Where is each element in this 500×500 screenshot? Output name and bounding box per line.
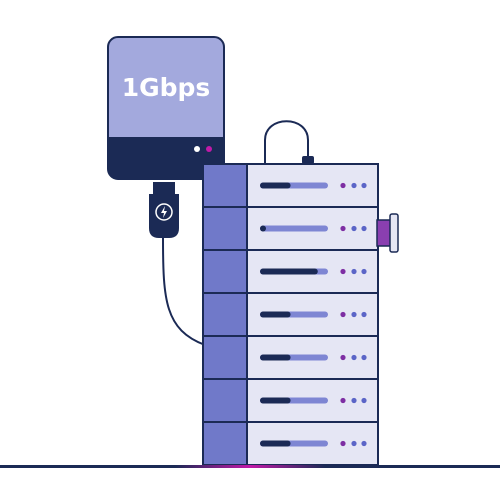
rack-unit-bar-fill	[260, 354, 291, 361]
rack-led-purple	[340, 268, 346, 275]
status-led-magenta	[206, 146, 212, 152]
rack-led-blue	[351, 268, 357, 275]
rack-unit	[202, 378, 379, 423]
top-cable-loop	[264, 120, 309, 165]
rack-led-blue	[351, 311, 357, 318]
rack-unit	[202, 421, 379, 466]
rack-led-purple	[340, 182, 346, 189]
rack-led-blue	[361, 440, 367, 447]
rack-unit	[202, 206, 379, 251]
rack-unit-bar-fill	[260, 311, 291, 318]
rack-led-blue	[351, 182, 357, 189]
rack-led-blue	[361, 354, 367, 361]
rack-led-purple	[340, 397, 346, 404]
rack-led-blue	[361, 225, 367, 232]
status-led-white	[194, 146, 200, 152]
rack-unit-bar-fill	[260, 440, 291, 447]
network-device: 1Gbps	[107, 36, 225, 180]
rack-unit-bar-fill	[260, 182, 291, 189]
side-usb-stick	[376, 213, 399, 253]
floor-line	[0, 465, 500, 468]
rack-led-purple	[340, 440, 346, 447]
rack-led-purple	[340, 354, 346, 361]
rack-unit-bar-fill	[260, 225, 266, 232]
rack-unit-side	[202, 421, 248, 466]
rack-unit-side	[202, 206, 248, 251]
rack-unit-bar-fill	[260, 268, 318, 275]
power-cable	[162, 237, 206, 346]
rack-led-purple	[340, 311, 346, 318]
rack-unit	[202, 335, 379, 380]
rack-led-blue	[361, 268, 367, 275]
usb-plug	[149, 182, 179, 238]
rack-unit-side	[202, 163, 248, 208]
rack-unit-side	[202, 378, 248, 423]
rack-unit	[202, 249, 379, 294]
rack-unit-side	[202, 292, 248, 337]
rack-unit-side	[202, 249, 248, 294]
top-connector	[302, 156, 314, 164]
rack-led-blue	[351, 354, 357, 361]
rack-led-blue	[351, 440, 357, 447]
rack-unit-bar-track	[260, 225, 328, 232]
rack-unit	[202, 163, 379, 208]
rack-led-blue	[361, 182, 367, 189]
rack-unit-side	[202, 335, 248, 380]
rack-led-blue	[351, 225, 357, 232]
rack-led-blue	[351, 397, 357, 404]
rack-led-blue	[361, 397, 367, 404]
device-speed-label: 1Gbps	[122, 73, 211, 102]
rack-unit-bar-fill	[260, 397, 291, 404]
server-rack	[202, 163, 379, 466]
rack-led-blue	[361, 311, 367, 318]
rack-led-purple	[340, 225, 346, 232]
lightning-icon	[161, 206, 167, 218]
rack-unit	[202, 292, 379, 337]
